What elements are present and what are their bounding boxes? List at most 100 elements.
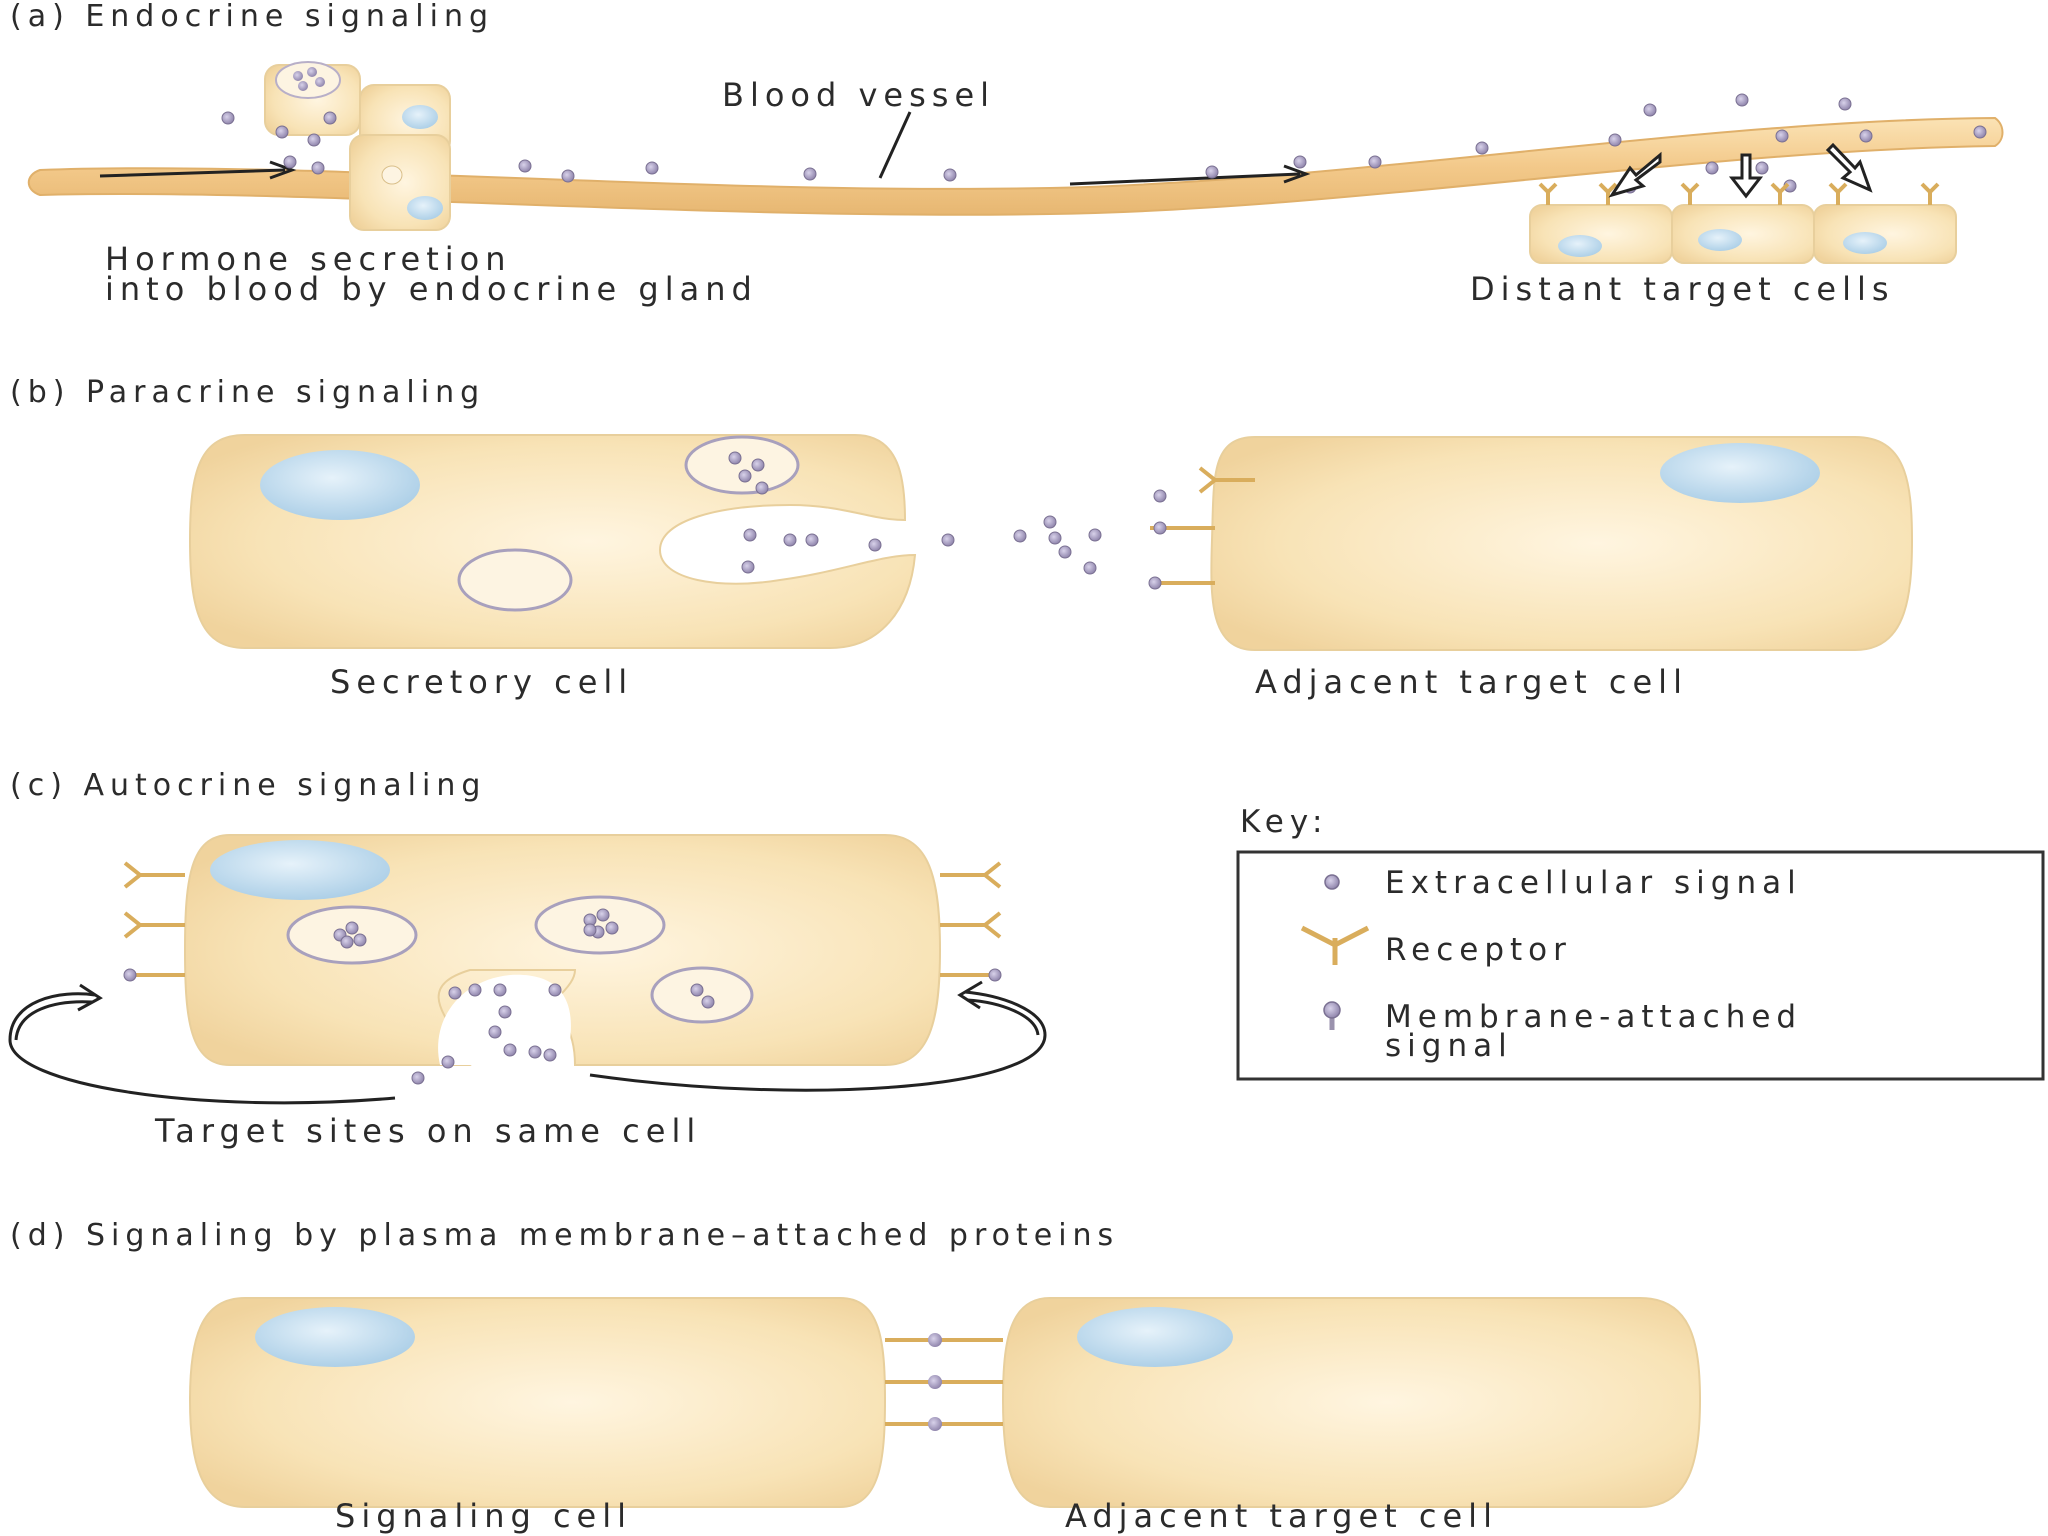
signal-molecule (1153, 521, 1167, 535)
endocrine-gland (264, 61, 451, 231)
autocrine-signals (123, 908, 1002, 1085)
autocrine-vesicle (534, 895, 666, 955)
signal-molecule (1859, 129, 1873, 143)
panel-b-title: (b) Paracrine signaling (10, 375, 485, 410)
signal-molecule (221, 111, 235, 125)
target-cell-nucleus-b (1660, 443, 1820, 503)
signal-molecule (738, 469, 752, 483)
adjacent-target-label-d: Adjacent target cell (1065, 1497, 1498, 1535)
signal-molecule (1838, 97, 1852, 111)
signaling-cell-nucleus (255, 1307, 415, 1367)
signal-molecule (283, 155, 297, 169)
signal-molecule (783, 533, 797, 547)
signal-molecule (123, 968, 137, 982)
paracrine-signals (728, 451, 1167, 590)
signaling-cell-label: Signaling cell (335, 1497, 632, 1535)
same-cell-target-label: Target sites on same cell (154, 1112, 701, 1150)
legend-box (1236, 850, 2045, 1081)
panel-c-autocrine: (c) Autocrine signaling Target sites on … (8, 768, 2045, 1150)
signal-molecule (488, 1025, 502, 1039)
signal-molecule (1153, 489, 1167, 503)
legend-signal: Extracellular signal (1385, 865, 1802, 901)
signal-molecule (605, 921, 619, 935)
signal-molecule (561, 169, 575, 183)
autocrine-cell-nucleus (210, 840, 390, 900)
signal-molecule (1368, 155, 1382, 169)
panel-b-paracrine: (b) Paracrine signaling Secretory cell A… (10, 375, 1914, 701)
blood-vessel-leader (878, 111, 912, 179)
receptor-icon (1300, 925, 1370, 965)
signal-molecule (323, 111, 337, 125)
signal-molecule (803, 167, 817, 181)
panel-d-membrane-attached: (d) Signaling by plasma membrane–attache… (10, 1218, 1702, 1535)
signal-molecule (743, 528, 757, 542)
hormone-delivery-arrows (1608, 142, 1873, 199)
autocrine-return-arrows (8, 980, 1047, 1105)
distant-targets-label: Distant target cells (1470, 270, 1895, 308)
signal-molecule (498, 1005, 512, 1019)
signal-molecule (868, 538, 882, 552)
signal-molecule (728, 451, 742, 465)
signal-molecule (751, 458, 765, 472)
signal-molecule (1205, 165, 1219, 179)
signal-molecule (468, 983, 482, 997)
legend-receptor: Receptor (1385, 932, 1572, 968)
gland-label-line2: into blood by endocrine gland (105, 270, 758, 308)
signal-molecule (441, 1055, 455, 1069)
membrane-signal-icon (1323, 1001, 1341, 1030)
signal-molecule (548, 983, 562, 997)
blood-vessel-label: Blood vessel (722, 76, 995, 114)
membrane-attached-signals (885, 1333, 1003, 1431)
signal-molecule (275, 125, 289, 139)
target-receptors-a (1538, 182, 1940, 205)
signal-molecule (1608, 133, 1622, 147)
secretory-cell-nucleus (260, 450, 420, 520)
signal-molecule (493, 983, 507, 997)
autocrine-vesicle (286, 905, 418, 965)
autocrine-vesicle (650, 966, 754, 1024)
signal-molecule (1643, 103, 1657, 117)
signal-molecule (941, 533, 955, 547)
signal-molecule (1043, 515, 1057, 529)
signal-molecule (805, 533, 819, 547)
signal-molecule (755, 481, 769, 495)
adjacent-target-label-b: Adjacent target cell (1255, 663, 1688, 701)
legend-membrane-line1: Membrane-attached (1385, 999, 1802, 1035)
secretory-cell-label: Secretory cell (330, 663, 633, 701)
signal-molecule (1013, 529, 1027, 543)
blood-flow-arrow-right (1069, 164, 1311, 186)
signal-molecule (345, 921, 359, 935)
signal-molecule (988, 968, 1002, 982)
panel-c-title: (c) Autocrine signaling (10, 768, 486, 803)
panel-a-title: (a) Endocrine signaling (10, 0, 494, 34)
signal-molecule (741, 560, 755, 574)
legend: Key: Extracellular signal Receptor Membr… (1236, 804, 2045, 1081)
autocrine-secretion-notch (438, 974, 571, 1065)
panel-d-title: (d) Signaling by plasma membrane–attache… (10, 1218, 1119, 1253)
panel-a-endocrine: (a) Endocrine signaling Blood ve (10, 0, 2004, 308)
legend-membrane-line2: signal (1385, 1028, 1513, 1064)
signal-molecule (1705, 161, 1719, 175)
signal-molecule (1755, 161, 1769, 175)
signal-molecule (340, 935, 354, 949)
signal-molecule (596, 908, 610, 922)
legend-title: Key: (1240, 804, 1328, 840)
secretory-vesicle (457, 548, 573, 612)
signal-icon (1324, 874, 1340, 890)
signal-molecule (518, 159, 532, 173)
signal-molecule (353, 933, 367, 947)
signal-molecule (1088, 528, 1102, 542)
blood-flow-arrow-left (99, 160, 297, 180)
signal-molecule (543, 1048, 557, 1062)
hormone-signals (221, 93, 1987, 194)
autocrine-receptors (123, 861, 1002, 977)
signal-molecule (1735, 93, 1749, 107)
signal-molecule (645, 161, 659, 175)
signal-molecule (1973, 125, 1987, 139)
signal-molecule (1475, 141, 1489, 155)
blood-vessel (27, 116, 2004, 216)
signal-molecule (311, 161, 325, 175)
signal-molecule (690, 983, 704, 997)
distant-target-cells (1529, 182, 1957, 264)
